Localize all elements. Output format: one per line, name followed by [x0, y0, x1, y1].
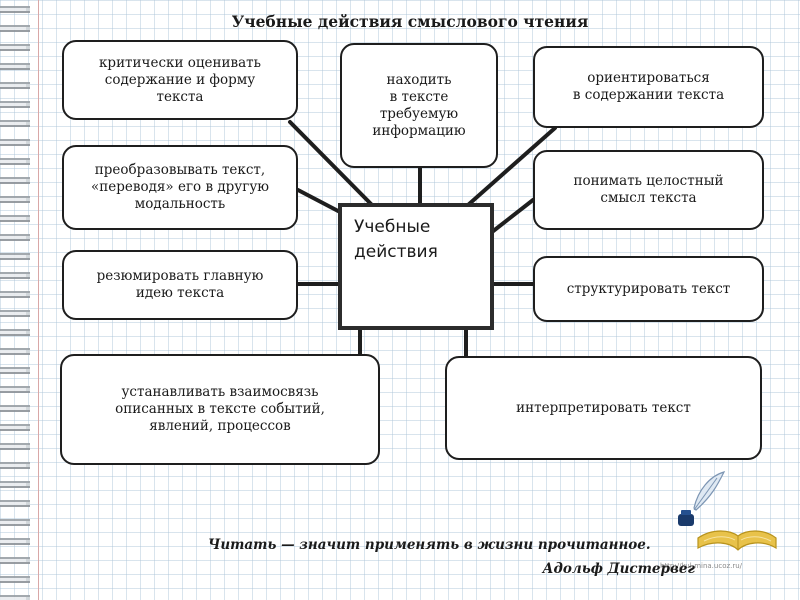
- open-book-icon: [697, 530, 777, 551]
- quote-text: Читать — значит применять в жизни прочит…: [208, 537, 651, 553]
- inkwell-icon: [678, 510, 694, 526]
- box-understand: понимать целостный смысл текста: [533, 150, 764, 230]
- box-transform: преобразовывать текст, «переводя» его в …: [62, 145, 298, 230]
- box-interpret: интерпретировать текст: [445, 356, 762, 460]
- central-box-learning-actions: Учебные действия: [338, 203, 494, 330]
- diagram-title: Учебные действия смыслового чтения: [231, 12, 589, 31]
- spiral-binding: [0, 0, 30, 600]
- box-summarize: резюмировать главную идею текста: [62, 250, 298, 320]
- quill-pen-icon: [693, 471, 726, 511]
- connector-evaluate: [288, 120, 374, 207]
- box-structure: структурировать текст: [533, 256, 764, 322]
- connector-transform: [296, 188, 342, 214]
- quote-author: Адольф Дистервег: [542, 561, 695, 577]
- watermark-url: http://kul-mina.ucoz.ru/: [660, 562, 743, 570]
- book-ink-decoration: [678, 471, 777, 551]
- box-evaluate: критически оценивать содержание и форму …: [62, 40, 298, 120]
- box-relate: устанавливать взаимосвязь описанных в те…: [60, 354, 380, 465]
- connector-orient: [466, 126, 557, 207]
- box-find: находить в тексте требуемую информацию: [340, 43, 498, 168]
- connector-understand: [490, 198, 535, 234]
- box-orient: ориентироваться в содержании текста: [533, 46, 764, 128]
